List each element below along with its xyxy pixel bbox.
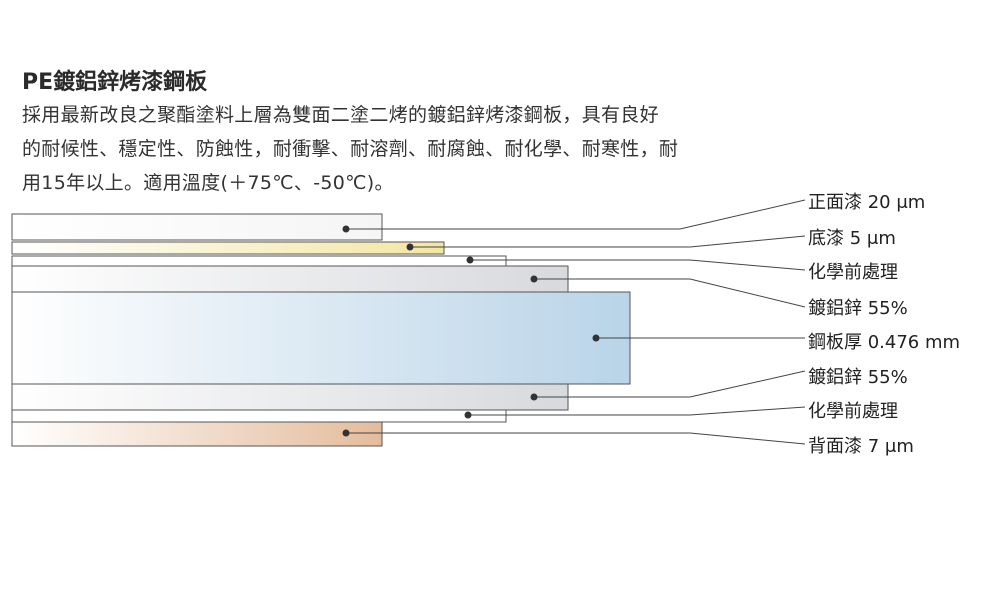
leader-dot-pretreatment-top [466, 256, 474, 264]
description-line-2: 的耐候性、穩定性、防蝕性，耐衝擊、耐溶劑、耐腐蝕、耐化學、耐寒性，耐 [22, 138, 679, 160]
layer-top-coat [11, 213, 383, 241]
leader-line-pretreatment-bottom [468, 406, 806, 416]
leader-dot-back-coat [342, 429, 350, 437]
layer-pretreatment-top [11, 255, 507, 267]
description-line-3: 用15年以上。適用溫度(＋75℃、-50℃)。 [22, 172, 394, 194]
layer-label-pretreatment-bottom: 化學前處理 [808, 401, 898, 422]
leader-dot-galvalume-top [530, 275, 538, 283]
layer-label-primer: 底漆 5 μm [808, 228, 896, 249]
layer-label-top-coat: 正面漆 20 μm [808, 192, 925, 213]
layer-label-pretreatment-top: 化學前處理 [808, 262, 898, 283]
leader-dot-pretreatment-bottom [464, 411, 472, 419]
leader-dot-primer [406, 243, 414, 251]
leader-line-pretreatment-top [470, 259, 806, 271]
leader-dot-top-coat [342, 225, 350, 233]
layer-primer [11, 241, 445, 255]
leader-line-primer [410, 235, 806, 248]
leader-line-galvalume-bottom [534, 370, 806, 398]
leader-line-back-coat [346, 432, 806, 445]
layer-label-galvalume-top: 鍍鋁鋅 55% [808, 298, 908, 319]
layer-pretreatment-bottom [11, 409, 507, 423]
layer-steel-substrate [11, 291, 631, 385]
layer-label-steel-substrate: 鋼板厚 0.476 mm [808, 332, 960, 353]
layer-galvalume-bottom [11, 383, 569, 411]
leader-dot-galvalume-bottom [530, 393, 538, 401]
layer-back-coat [11, 421, 383, 447]
layer-label-galvalume-bottom: 鍍鋁鋅 55% [808, 367, 908, 388]
page-title: PE鍍鋁鋅烤漆鋼板 [22, 70, 208, 95]
leader-line-galvalume-top [534, 278, 806, 308]
leader-line-top-coat [346, 199, 806, 230]
description-line-1: 採用最新改良之聚酯塗料上層為雙面二塗二烤的鍍鋁鋅烤漆鋼板，具有良好 [22, 104, 659, 126]
leader-dot-steel-substrate [592, 334, 600, 342]
layer-label-back-coat: 背面漆 7 μm [808, 436, 914, 457]
layer-galvalume-top [11, 265, 569, 293]
